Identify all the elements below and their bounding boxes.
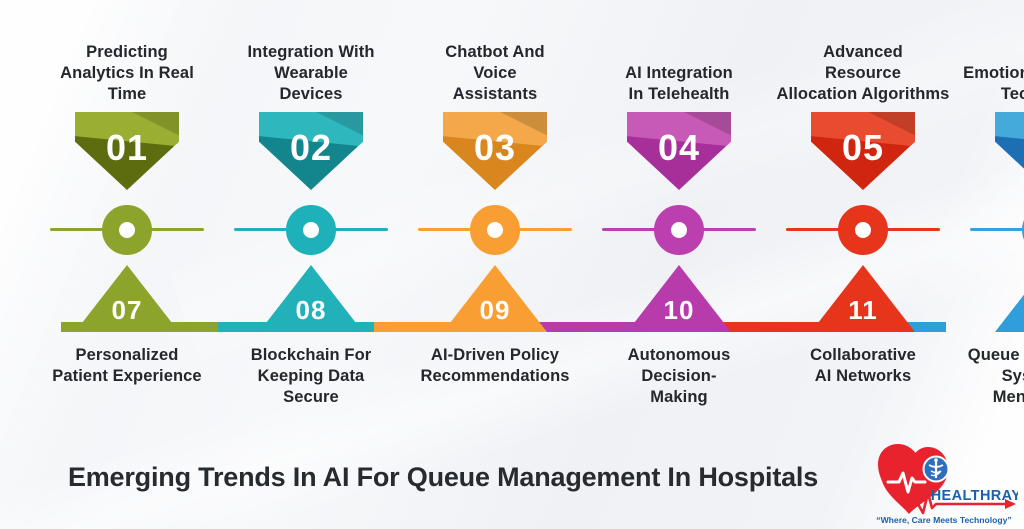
label-line: Emotion Recognition bbox=[963, 64, 1024, 82]
label-line: In Telehealth bbox=[628, 85, 730, 103]
timeline-node-row bbox=[955, 190, 1024, 262]
caduceus-knob bbox=[934, 458, 938, 462]
label-line: Allocation Algorithms bbox=[776, 85, 950, 103]
timeline-column-3: Chatbot And Voice Assistants 03 09 AI-Dr… bbox=[403, 38, 587, 408]
label-line: Queue Management bbox=[967, 346, 1024, 364]
bottom-item-label: AI-Driven Policy Recommendations bbox=[403, 345, 587, 387]
label-line: Making bbox=[650, 388, 708, 406]
bottom-item-triangle: 11 bbox=[811, 265, 915, 332]
timeline-node-row bbox=[219, 190, 403, 262]
label-line: Patient Experience bbox=[52, 367, 202, 385]
top-item-number: 05 bbox=[841, 126, 885, 168]
timeline-node-dot bbox=[838, 205, 888, 255]
label-line: Time bbox=[107, 85, 147, 103]
logo-tagline: “Where, Care Meets Technology” bbox=[876, 515, 1011, 525]
label-line: Voice bbox=[473, 64, 517, 82]
top-item-banner: 06 bbox=[995, 112, 1024, 190]
bottom-item-label: Queue Management System For Mental Healt… bbox=[955, 345, 1024, 408]
label-line: Recommendations bbox=[420, 367, 570, 385]
timeline-grid: Predicting Analytics In Real Time 01 07 … bbox=[35, 38, 1024, 408]
label-line: Integration With bbox=[247, 43, 375, 61]
bottom-item-number: 12 bbox=[995, 295, 1024, 326]
top-item-label: Predicting Analytics In Real Time bbox=[35, 38, 219, 112]
bottom-item-triangle: 07 bbox=[75, 265, 179, 332]
label-line: Decision- bbox=[641, 367, 717, 385]
label-line: AI Networks bbox=[814, 367, 912, 385]
bottom-item-label: Personalized Patient Experience bbox=[35, 345, 219, 387]
timeline-line bbox=[969, 228, 1024, 231]
timeline-node-row bbox=[587, 190, 771, 262]
ecg-line-white bbox=[886, 471, 927, 494]
bottom-item-number: 10 bbox=[663, 295, 695, 325]
top-item-label: Emotion Recognition Technology bbox=[955, 38, 1024, 112]
top-item-number: 02 bbox=[289, 126, 333, 168]
top-item-label: AI Integration In Telehealth bbox=[587, 38, 771, 112]
bottom-item-number: 07 bbox=[111, 295, 143, 325]
top-item-banner: 05 bbox=[811, 112, 915, 190]
bottom-item-number: 08 bbox=[295, 295, 327, 325]
bottom-item-number: 11 bbox=[848, 295, 878, 325]
top-item-number: 03 bbox=[473, 126, 517, 168]
top-item-banner: 02 bbox=[259, 112, 363, 190]
bottom-item-number: 09 bbox=[479, 295, 511, 325]
ecg-arrow-line bbox=[916, 491, 1008, 515]
top-item-label: Integration With Wearable Devices bbox=[219, 38, 403, 112]
caduceus-snake bbox=[930, 470, 942, 477]
label-line: AI-Driven Policy bbox=[430, 346, 560, 364]
bottom-item-triangle: 08 bbox=[259, 265, 363, 332]
label-line: AI Integration bbox=[625, 64, 733, 82]
top-item-label: Advanced Resource Allocation Algorithms bbox=[771, 38, 955, 112]
timeline-column-1: Predicting Analytics In Real Time 01 07 … bbox=[35, 38, 219, 408]
logo-wordmark: HEALTHRAY bbox=[931, 488, 1018, 504]
top-item-banner: 03 bbox=[443, 112, 547, 190]
label-line: Autonomous bbox=[627, 346, 731, 364]
timeline-column-4: AI Integration In Telehealth 04 10 Auton… bbox=[587, 38, 771, 408]
timeline-node-dot bbox=[286, 205, 336, 255]
label-line: Advanced bbox=[823, 43, 903, 61]
timeline-column-2: Integration With Wearable Devices 02 08 … bbox=[219, 38, 403, 408]
label-line: Devices bbox=[279, 85, 343, 103]
caduceus-wings bbox=[928, 464, 944, 468]
label-line: Keeping Data bbox=[257, 367, 365, 385]
timeline-column-6: Emotion Recognition Technology 06 12 Que… bbox=[955, 38, 1024, 408]
label-line: Collaborative bbox=[810, 346, 916, 364]
label-line: Assistants bbox=[452, 85, 538, 103]
label-line: Resource bbox=[824, 64, 901, 82]
label-line: System For bbox=[1001, 367, 1024, 385]
label-line: Technology bbox=[1000, 85, 1024, 103]
label-line: Secure bbox=[283, 388, 339, 406]
label-line: Personalized bbox=[75, 346, 179, 364]
ecg-arrowhead bbox=[1005, 499, 1016, 509]
top-item-number: 06 bbox=[995, 127, 1024, 169]
timeline-node-dot bbox=[102, 205, 152, 255]
timeline-node-row bbox=[403, 190, 587, 262]
top-item-number: 04 bbox=[657, 126, 701, 168]
bottom-item-label: Collaborative AI Networks bbox=[771, 345, 955, 387]
bottom-item-triangle: 12 bbox=[995, 265, 1024, 332]
healthray-logo: HEALTHRAY “Where, Care Meets Technology” bbox=[868, 438, 1018, 526]
top-item-label: Chatbot And Voice Assistants bbox=[403, 38, 587, 112]
label-line: Predicting bbox=[86, 43, 168, 61]
top-item-banner: 01 bbox=[75, 112, 179, 190]
timeline-node-row bbox=[35, 190, 219, 262]
label-line: Wearable bbox=[274, 64, 348, 82]
bottom-item-label: Autonomous Decision- Making bbox=[587, 345, 771, 408]
timeline-node-row bbox=[771, 190, 955, 262]
label-line: Analytics In Real bbox=[60, 64, 194, 82]
bottom-item-label: Blockchain For Keeping Data Secure bbox=[219, 345, 403, 408]
bottom-item-triangle: 09 bbox=[443, 265, 547, 332]
label-line: Mental Health bbox=[992, 388, 1024, 406]
timeline-node-dot bbox=[470, 205, 520, 255]
healthray-logo-graphic: HEALTHRAY “Where, Care Meets Technology” bbox=[876, 444, 1018, 525]
label-line: Chatbot And bbox=[445, 43, 545, 61]
top-item-banner: 04 bbox=[627, 112, 731, 190]
timeline-column-5: Advanced Resource Allocation Algorithms … bbox=[771, 38, 955, 408]
bottom-item-triangle: 10 bbox=[627, 265, 731, 332]
timeline-node-dot bbox=[654, 205, 704, 255]
label-line: Blockchain For bbox=[250, 346, 372, 364]
infographic-title: Emerging Trends In AI For Queue Manageme… bbox=[67, 462, 819, 492]
top-item-number: 01 bbox=[105, 126, 149, 168]
